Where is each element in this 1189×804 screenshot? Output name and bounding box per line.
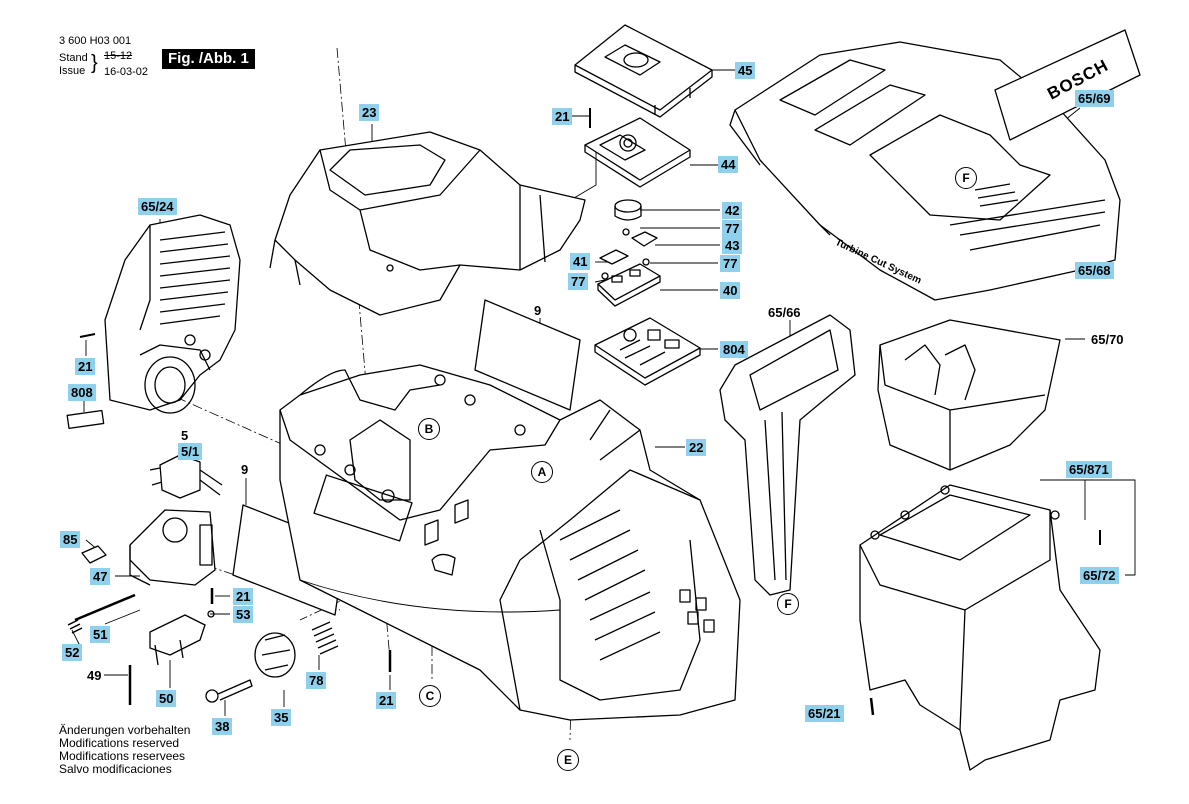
small-sleeves — [424, 499, 469, 576]
part-label-52: 52 — [62, 644, 83, 661]
part-label-22: 22 — [686, 439, 707, 456]
part-label-77: 77 — [722, 220, 743, 237]
part-51-rod — [74, 593, 136, 622]
modification-notes: Änderungen vorbehalten Modifications res… — [59, 724, 190, 776]
part-35-knob — [254, 632, 296, 678]
part-label-21: 21 — [552, 108, 573, 125]
part-53-washer — [207, 610, 215, 618]
stand-label: Stand — [59, 52, 88, 64]
part-label-35: 35 — [271, 709, 292, 726]
part-label-9: 9 — [534, 303, 542, 318]
part-85-clip — [81, 545, 107, 564]
part-44-switch-plate — [584, 108, 691, 188]
part-label-77: 77 — [568, 273, 589, 290]
part-label-808: 808 — [68, 384, 96, 401]
part-label-21: 21 — [75, 358, 96, 375]
figure-label: Fig. /Abb. 1 — [162, 49, 255, 69]
part-label-21: 21 — [376, 692, 397, 709]
detail-letter-b: B — [418, 418, 440, 440]
part-label-77: 77 — [720, 255, 741, 272]
part-label-5-1: 5/1 — [178, 443, 203, 460]
part-804-circuit-board — [594, 317, 701, 386]
part-label-49: 49 — [87, 668, 102, 683]
part-label-65-66: 65/66 — [768, 305, 801, 320]
part-label-65-72: 65/72 — [1080, 567, 1119, 584]
part-65-871-base-frame — [859, 484, 1101, 771]
part-label-41: 41 — [570, 253, 591, 270]
part-65-69-bosch-badge — [994, 29, 1141, 141]
part-65-70-funnel — [877, 319, 1061, 471]
detail-letter-e: E — [557, 749, 579, 771]
part-5-power-plug — [149, 454, 223, 499]
detail-letter-f-cover: F — [955, 167, 977, 189]
part-65-66-handle — [719, 314, 856, 596]
part-label-85: 85 — [60, 531, 81, 548]
part-52-spring — [67, 619, 83, 634]
part-label-65-69: 65/69 — [1075, 90, 1114, 107]
part-38-screw — [205, 679, 253, 703]
part-label-50: 50 — [156, 690, 177, 707]
part-label-44: 44 — [718, 156, 739, 173]
detail-letter-c: C — [419, 685, 441, 707]
note-es: Salvo modificaciones — [59, 762, 172, 776]
part-label-65-871: 65/871 — [1066, 461, 1112, 478]
part-label-804: 804 — [720, 341, 748, 358]
note-fr: Modifications reservees — [59, 749, 186, 763]
issue-value: 16-03-02 — [104, 66, 149, 78]
note-en: Modifications reserved — [59, 736, 180, 750]
part-label-45: 45 — [735, 62, 756, 79]
part-label-65-21: 65/21 — [805, 705, 844, 722]
part-label-40: 40 — [720, 282, 741, 299]
header-brace: } — [91, 52, 98, 74]
part-50-clamp — [149, 614, 206, 666]
part-label-78: 78 — [306, 672, 327, 689]
part-label-23: 23 — [359, 104, 380, 121]
detail-letter-a: A — [531, 461, 553, 483]
note-de: Änderungen vorbehalten — [59, 723, 191, 737]
part-label-53: 53 — [233, 606, 254, 623]
part-label-43: 43 — [722, 237, 743, 254]
part-label-47: 47 — [90, 568, 111, 585]
part-label-38: 38 — [212, 718, 233, 735]
part-label-5: 5 — [181, 428, 189, 443]
part-label-65-70: 65/70 — [1091, 332, 1124, 347]
stand-value: 15-12 — [104, 50, 133, 62]
lower-main-housing — [279, 364, 741, 721]
detail-letter-f-handle: F — [777, 593, 799, 615]
part-label-65-68: 65/68 — [1075, 262, 1114, 279]
doc-number: 3 600 H03 001 — [59, 35, 132, 47]
part-78-spring — [311, 621, 339, 655]
part-40-switch-assembly — [597, 199, 661, 307]
part-47-switch-bracket — [129, 509, 216, 586]
part-label-21: 21 — [233, 588, 254, 605]
part-label-65-24: 65/24 — [138, 198, 177, 215]
part-23-upper-housing — [269, 131, 586, 316]
part-label-9: 9 — [241, 462, 249, 477]
part-808-sticker — [66, 409, 105, 429]
part-45-top-plate — [574, 24, 713, 118]
part-label-42: 42 — [722, 202, 743, 219]
part-label-51: 51 — [90, 626, 111, 643]
part-65-24-side-cover — [79, 214, 241, 414]
issue-label: Issue — [59, 65, 86, 77]
